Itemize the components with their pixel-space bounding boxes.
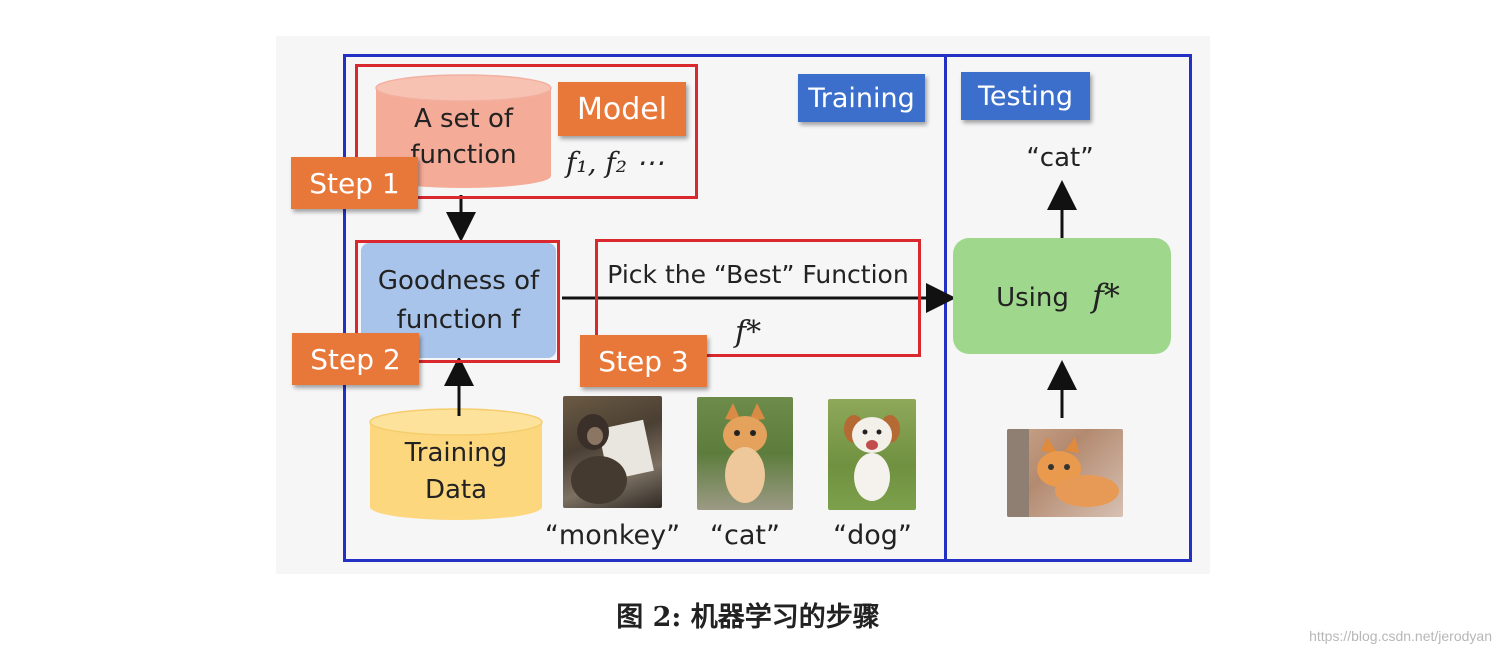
test-cat-photo-icon bbox=[1007, 429, 1123, 517]
dog-photo-icon bbox=[828, 399, 916, 510]
cat-photo-icon bbox=[697, 397, 793, 510]
dog-photo-icon-art bbox=[844, 415, 900, 501]
monkey-photo-icon-art bbox=[571, 414, 654, 504]
pick-best-label: Pick the “Best” Function bbox=[607, 259, 909, 289]
training-data-label: Training Data bbox=[404, 438, 508, 505]
step3-tag: Step 3 bbox=[580, 335, 707, 387]
step2-tag: Step 2 bbox=[292, 333, 419, 385]
using-label: Using bbox=[996, 283, 1069, 313]
training-tag: Training bbox=[798, 74, 925, 122]
watermark: https://blog.csdn.net/jerodyan bbox=[1309, 628, 1492, 644]
step1-box bbox=[355, 64, 698, 199]
monkey-label: “monkey” bbox=[544, 519, 681, 551]
test-cat-photo-icon-art bbox=[1007, 429, 1119, 517]
f-star-label: f* bbox=[735, 314, 762, 350]
model-tag: Model bbox=[558, 82, 686, 136]
dog-label: “dog” bbox=[833, 519, 912, 551]
training-data-cylinder bbox=[369, 408, 543, 520]
test-output-label: “cat” bbox=[1026, 143, 1094, 173]
step3-box bbox=[595, 239, 921, 357]
goodness-label: Goodness of function f bbox=[377, 266, 540, 335]
step1-tag: Step 1 bbox=[291, 157, 418, 209]
using-box bbox=[953, 238, 1171, 354]
cat-label: “cat” bbox=[710, 519, 780, 551]
model-functions-label: f₁, f₂ ⋯ bbox=[566, 145, 664, 179]
step2-box bbox=[355, 240, 560, 363]
using-f-star-label: f* bbox=[1092, 277, 1120, 315]
testing-tag: Testing bbox=[961, 72, 1090, 120]
monkey-photo-icon bbox=[563, 396, 662, 508]
function-set-label: A set of function bbox=[410, 104, 517, 170]
figure-caption: 图 2: 机器学习的步骤 bbox=[616, 601, 880, 633]
cat-photo-icon-art bbox=[723, 403, 767, 503]
